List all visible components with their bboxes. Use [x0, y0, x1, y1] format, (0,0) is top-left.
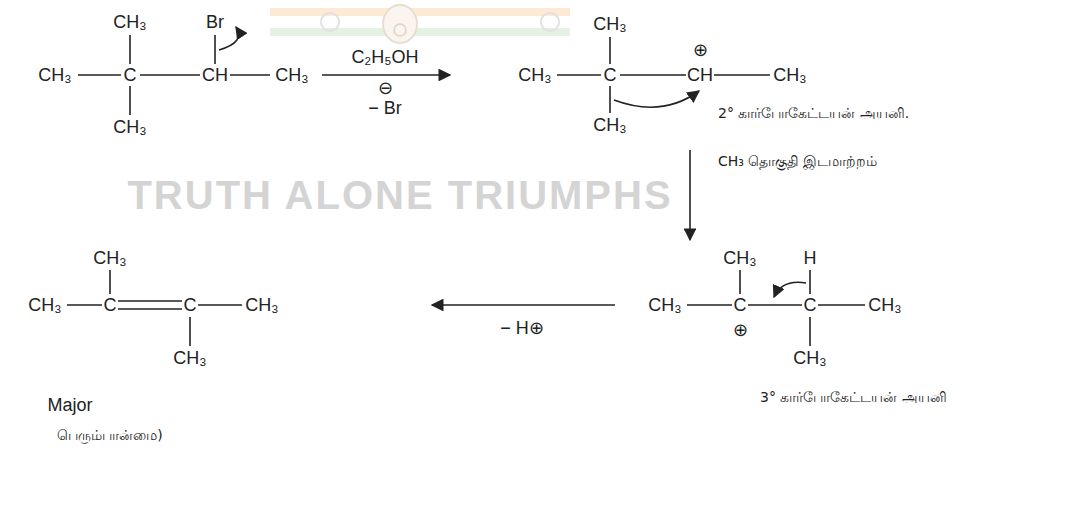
- atom-label: C: [804, 295, 817, 316]
- charge-sign: ⊖: [378, 78, 393, 99]
- atom-label: CH₃: [38, 65, 71, 86]
- charge-sign: ⊕: [693, 40, 708, 61]
- atom-label: CH₃: [173, 348, 206, 369]
- reagent-label: − Br: [368, 98, 402, 119]
- atom-label: CH₃: [593, 115, 626, 136]
- reagent-label: C₂H₅OH: [351, 47, 418, 68]
- atom-label: CH₃: [275, 65, 308, 86]
- atom-label: C: [734, 295, 747, 316]
- atom-label: CH₃: [793, 348, 826, 369]
- leaving-group: Br: [206, 12, 224, 33]
- atom-label: CH₃: [518, 65, 551, 86]
- atom-label: CH₃: [93, 248, 126, 269]
- atom-label: CH₃: [868, 295, 901, 316]
- emblem-watermark: [270, 5, 570, 43]
- atom-label: CH₃: [723, 248, 756, 269]
- atom-label: CH₃: [28, 295, 61, 316]
- atom-label: CH₃: [648, 295, 681, 316]
- atom-label: CH: [202, 65, 228, 86]
- atom-label: H: [804, 248, 817, 269]
- atom-label: CH₃: [773, 65, 806, 86]
- product-note: பெரும்பான்மை): [57, 426, 162, 445]
- note-text: CH₃ தொகுதி இடமாற்றம்: [718, 152, 918, 171]
- atom-label: C: [184, 295, 197, 316]
- atom-label: C: [124, 65, 137, 86]
- product-note: Major: [47, 395, 92, 416]
- watermark-text: TRUTH ALONE TRIUMPHS: [127, 172, 672, 218]
- atom-label: CH₃: [113, 117, 146, 138]
- atom-label: C: [604, 65, 617, 86]
- note-text: 2° கார்போகேட்டயன் அயனி.: [718, 104, 918, 123]
- atom-label: CH: [687, 65, 713, 86]
- bonds-and-arrows: [67, 27, 865, 346]
- reagent-label: − H⊕: [500, 318, 544, 339]
- atom-label: CH₃: [593, 14, 626, 35]
- atom-label: CH₃: [245, 295, 278, 316]
- charge-sign: ⊕: [733, 320, 748, 341]
- note-text: 3° கார்போகேட்டயன் அயனி: [760, 388, 970, 407]
- atom-label: CH₃: [113, 12, 146, 33]
- atom-label: C: [104, 295, 117, 316]
